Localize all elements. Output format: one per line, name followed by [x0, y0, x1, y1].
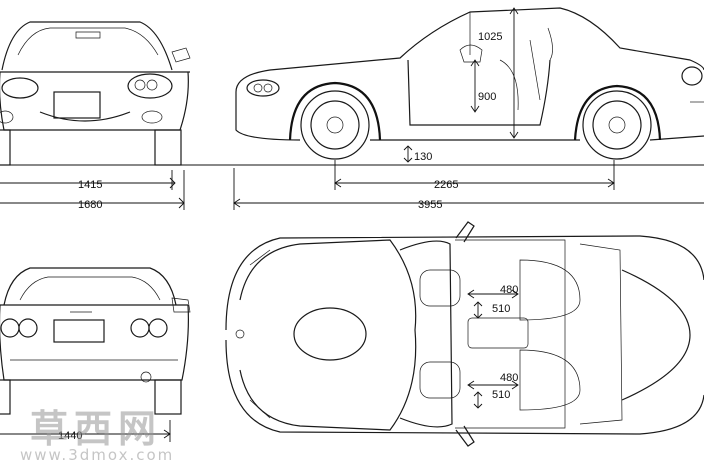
roof-height-label: 1025 [478, 31, 502, 43]
side-view [235, 7, 704, 160]
watermark-chinese: 草西网 [30, 407, 163, 451]
length-label: 3955 [418, 199, 442, 211]
top-interior-dimensions [467, 289, 519, 409]
top-view [225, 221, 704, 447]
front-view [0, 21, 191, 166]
track-rear-label: 1440 [58, 430, 82, 442]
front-width-dimensions [0, 170, 185, 210]
front-legroom-label: 510 [492, 303, 510, 315]
front-seat-headroom-label: 480 [500, 284, 518, 296]
rear-view [0, 267, 191, 415]
watermark-url: www.3dmox.com [20, 446, 175, 464]
width-front-label: 1680 [78, 199, 102, 211]
track-front-label: 1415 [78, 179, 102, 191]
rear-legroom-label: 510 [492, 389, 510, 401]
seat-height-label: 900 [478, 91, 496, 103]
side-length-dimensions [233, 160, 704, 210]
wheelbase-label: 2265 [434, 179, 458, 191]
rear-seat-headroom-label: 480 [500, 372, 518, 384]
side-interior-dimensions [403, 7, 519, 163]
rear-track-dimension [0, 420, 171, 442]
ground-clearance-label: 130 [414, 151, 432, 163]
